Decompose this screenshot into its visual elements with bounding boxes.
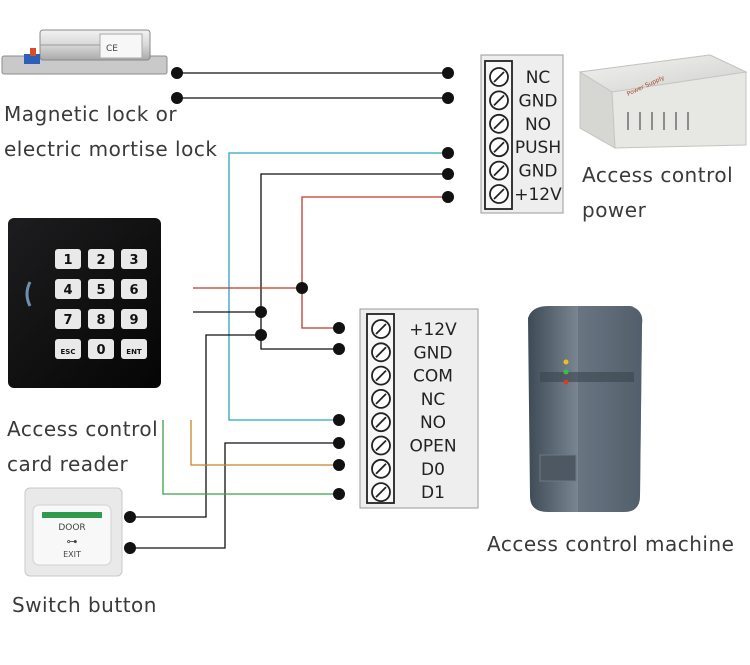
controller-terminal-screw [371, 412, 391, 433]
keypad-key: ENT [121, 339, 147, 359]
lock-caption-line2: electric mortise lock [4, 137, 218, 161]
controller-terminal-label: COM [413, 367, 453, 387]
keypad-key-label: 9 [129, 313, 138, 328]
power-caption-line2: power [582, 198, 647, 222]
controller-terminal-screw [371, 342, 391, 363]
keypad-key-label: 2 [96, 253, 105, 268]
keypad-key-label: 6 [129, 283, 138, 298]
keypad-key: 8 [88, 309, 114, 329]
keypad-key: 3 [121, 249, 147, 269]
keypad-key: 7 [55, 309, 81, 329]
keypad-key: 5 [88, 279, 114, 299]
keypad-key: 0 [88, 339, 114, 359]
keypad-key-label: 0 [96, 343, 105, 358]
controller-terminal-label: D0 [421, 460, 445, 480]
reader-caption-line2: card reader [7, 452, 129, 476]
wires [130, 72, 448, 549]
power-caption-line1: Access control [582, 163, 734, 187]
power-terminal-label: NO [525, 115, 551, 135]
controller-terminal-label: NO [420, 413, 446, 433]
keypad-key-label: 4 [63, 283, 72, 298]
power-terminal-screw [489, 90, 509, 111]
power-terminal-label: +12V [514, 185, 562, 205]
power-terminal-screw [489, 184, 509, 204]
switch-door-text: DOOR [58, 523, 85, 533]
keypad-key: 2 [88, 249, 114, 269]
wire-green-d1 [162, 420, 339, 495]
power-supply-image: Power Supply [578, 54, 748, 149]
reader-caption-line1: Access control [7, 417, 159, 441]
machine-caption-line1: Access control machine [487, 532, 735, 556]
controller-terminal-label: D1 [421, 483, 445, 503]
wire-teal-push-no [228, 152, 448, 421]
switch-caption: Switch button [12, 588, 157, 623]
controller-terminal-screw [371, 435, 391, 456]
svg-text:⊶: ⊶ [67, 535, 78, 548]
controller-terminal-screw [371, 458, 391, 479]
keypad-key: 4 [55, 279, 81, 299]
power-caption: Access control power [582, 158, 733, 228]
controller-terminal-label: OPEN [409, 437, 456, 457]
switch-exit-text: EXIT [63, 550, 81, 559]
power-terminal-label: GND [519, 162, 558, 182]
junction-dots [124, 67, 454, 554]
keypad-key-label: 3 [129, 253, 138, 268]
keypad-key-label: 8 [96, 313, 105, 328]
magnetic-lock-image: CE [1, 29, 168, 75]
power-terminal-label: NC [526, 68, 551, 88]
controller-terminal-label: +12V [409, 320, 457, 340]
power-terminal-block: NC GND NO PUSH GND +12V [480, 54, 564, 214]
lock-caption: Magnetic lock or electric mortise lock [4, 97, 217, 167]
power-terminal-label: GND [519, 91, 558, 111]
wire-red-12v [301, 196, 448, 329]
svg-text:CE: CE [106, 44, 118, 54]
keypad-key-label: 7 [63, 313, 72, 328]
wire-black-gnd [260, 173, 448, 350]
wire-orange-d0 [190, 420, 339, 466]
power-terminal-screw [489, 113, 509, 134]
keypad-key: 1 [55, 249, 81, 269]
controller-terminal-screw [371, 319, 391, 339]
controller-terminal-screw [371, 365, 391, 386]
power-terminal-screw [489, 137, 509, 158]
exit-switch-image: DOOR ⊶ EXIT [24, 487, 123, 577]
controller-terminal-screw [371, 388, 391, 409]
controller-terminal-label: GND [414, 343, 453, 363]
keypad-key: 9 [121, 309, 147, 329]
keypad-key-label: ENT [126, 348, 142, 356]
access-machine-image [528, 306, 643, 512]
keypad-key-label: 5 [96, 283, 105, 298]
controller-terminal-screw [371, 482, 391, 503]
lock-caption-line1: Magnetic lock or [4, 102, 178, 126]
power-terminal-screw [489, 160, 509, 181]
wire-switch-gnd [130, 334, 261, 518]
wire-switch-open [130, 442, 339, 549]
controller-terminal-label: NC [421, 390, 446, 410]
reader-caption: Access control card reader [7, 412, 158, 482]
switch-caption-line1: Switch button [12, 593, 157, 617]
keypad-key-label: ESC [61, 348, 76, 356]
keypad-key: ESC [55, 339, 81, 359]
keypad-key: 6 [121, 279, 147, 299]
power-terminal-screw [489, 67, 509, 87]
machine-caption: Access control machine [487, 527, 734, 562]
power-terminal-label: PUSH [515, 138, 561, 158]
keypad-key-label: 1 [63, 253, 72, 268]
